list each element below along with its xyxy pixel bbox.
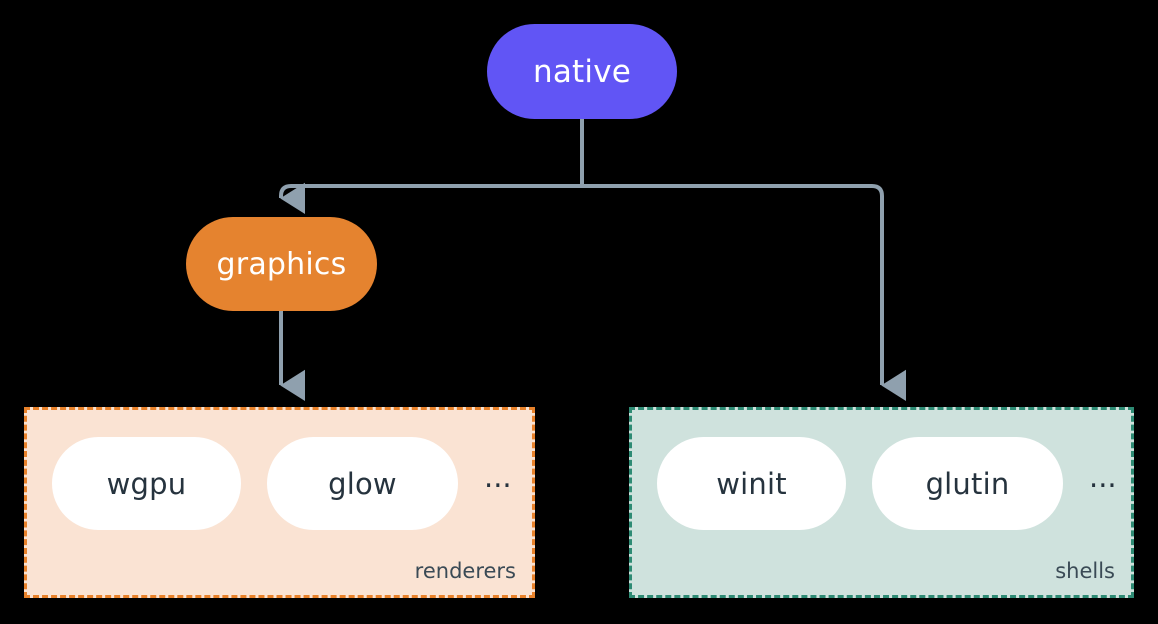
group-renderers-label: renderers [414,559,516,583]
group-shells-label: shells [1055,559,1115,583]
node-glow[interactable]: glow [267,437,458,530]
node-glow-label: glow [328,466,397,501]
node-glutin[interactable]: glutin [872,437,1063,530]
group-renderers-items: wgpu glow ... [52,437,512,530]
node-wgpu-label: wgpu [106,466,187,501]
node-graphics-label: graphics [216,246,347,282]
node-graphics[interactable]: graphics [186,217,377,311]
group-shells-items: winit glutin ... [657,437,1117,530]
node-winit-label: winit [716,466,787,501]
group-renderers: wgpu glow ... renderers [24,407,535,598]
node-winit[interactable]: winit [657,437,846,530]
node-native-label: native [532,53,632,90]
group-shells: winit glutin ... shells [629,407,1134,598]
node-native[interactable]: native [487,24,677,119]
edge-native-to-shells [582,184,906,402]
node-wgpu[interactable]: wgpu [52,437,241,530]
node-glutin-label: glutin [925,466,1010,501]
renderers-overflow-indicator: ... [484,460,512,494]
shells-overflow-indicator: ... [1089,460,1117,494]
edge-native-to-graphics [279,182,582,215]
